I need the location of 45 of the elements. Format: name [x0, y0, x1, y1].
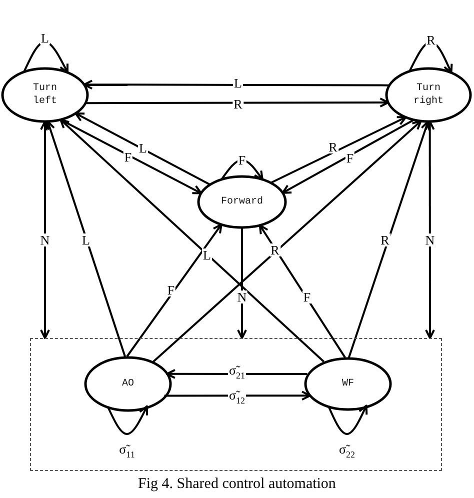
arrow: [237, 228, 247, 339]
edge-label: R: [426, 34, 436, 46]
edge-label: R: [328, 140, 338, 154]
edge-label: N: [424, 234, 436, 246]
edge-label: F: [237, 154, 247, 166]
arrow: [126, 223, 222, 358]
state-label: AO: [120, 378, 135, 390]
edge-label: L: [81, 234, 91, 246]
edge-label: F: [302, 290, 312, 304]
edge-label: L: [138, 142, 148, 154]
edge-label: L: [233, 76, 243, 90]
arrow: [408, 41, 453, 74]
arrow: [424, 120, 435, 339]
arrow: [40, 120, 50, 339]
arrow: [282, 118, 414, 194]
edge-label: N: [236, 290, 248, 304]
arrow: [166, 368, 308, 379]
arrow: [45, 120, 126, 357]
arrow: [83, 80, 390, 90]
arrow: [106, 405, 148, 435]
edge-label: R: [380, 234, 390, 246]
arrow: [74, 112, 211, 186]
arrow: [348, 120, 430, 358]
state-label: WF: [340, 378, 355, 390]
arrow: [220, 159, 264, 180]
state-label: Turn right: [412, 82, 444, 108]
edge-label: F: [345, 152, 355, 164]
edge-label: R: [232, 98, 244, 110]
arrow: [85, 98, 390, 108]
state-label: Turn left: [32, 82, 58, 108]
arrow: [164, 390, 312, 401]
edge-label: L: [40, 32, 50, 44]
edge-label: R: [270, 244, 280, 256]
arrow: [60, 118, 324, 362]
edge-label: F: [123, 150, 133, 164]
arrow: [258, 224, 346, 358]
arrow: [23, 41, 68, 74]
edge-label: L: [202, 248, 212, 262]
caption: Fig 4. Shared control automation: [138, 476, 336, 493]
state-label: Forward: [220, 196, 264, 208]
arrow: [152, 120, 422, 363]
arrow: [270, 116, 407, 184]
arrow: [327, 404, 368, 435]
edge-label: F: [166, 284, 176, 296]
edge-label: N: [39, 234, 51, 246]
